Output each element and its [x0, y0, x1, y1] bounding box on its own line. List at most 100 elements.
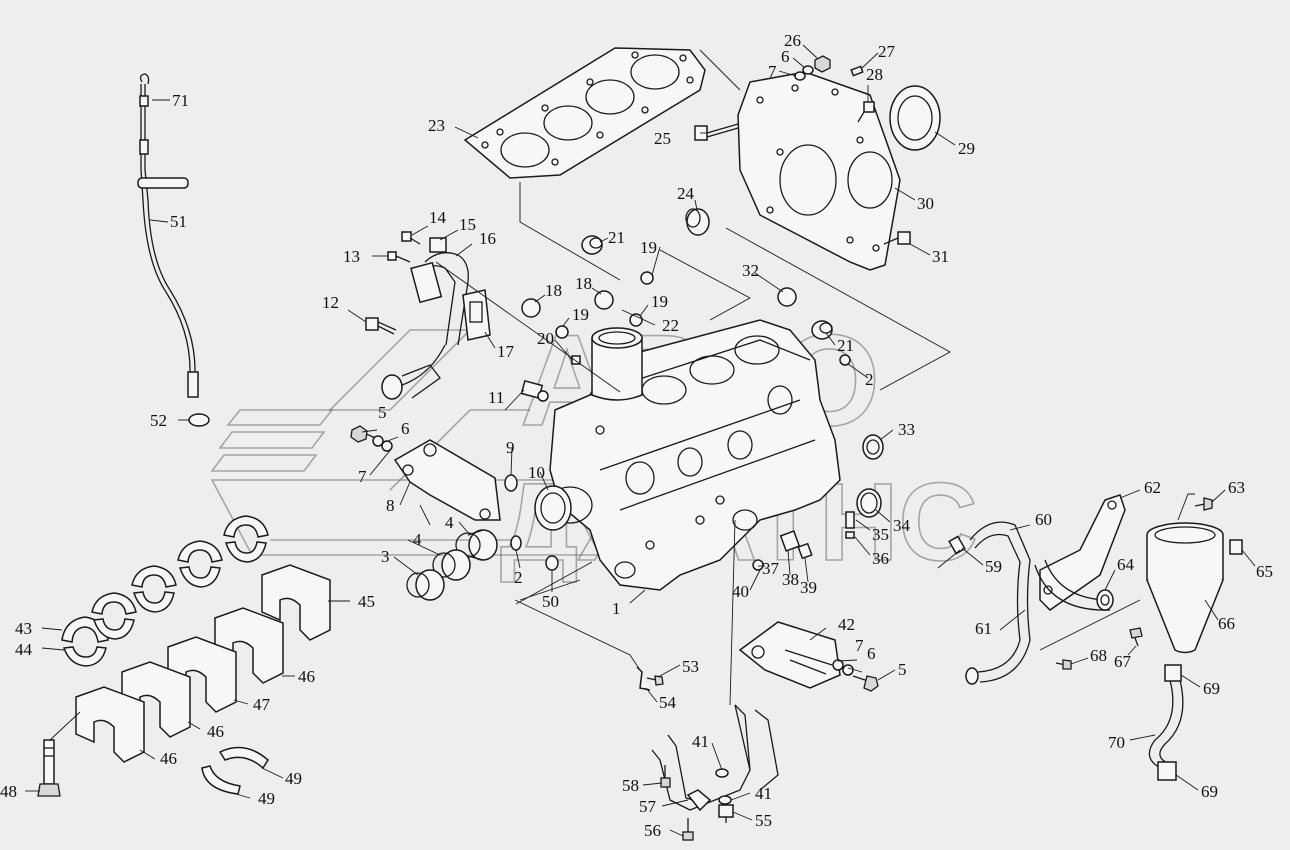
callout-32: 32 [742, 261, 759, 280]
callout-35: 35 [872, 525, 889, 544]
seal-34 [856, 488, 882, 518]
bearing-shells [61, 515, 269, 667]
callout-18-left: 18 [545, 281, 562, 300]
callout-62: 62 [1144, 478, 1161, 497]
plug-21-upper [581, 235, 603, 255]
callout-2-rear: 2 [865, 370, 874, 389]
callout-6-right: 6 [867, 644, 876, 663]
washer-6-left [372, 435, 384, 447]
callout-19-left: 19 [572, 305, 589, 324]
callout-67: 67 [1114, 652, 1132, 671]
callout-21-lower: 21 [837, 336, 854, 355]
callout-64: 64 [1117, 555, 1135, 574]
callout-20: 20 [537, 329, 554, 348]
callout-44: 44 [15, 640, 33, 659]
callout-46-a: 46 [298, 667, 315, 686]
callout-21-upper: 21 [608, 228, 625, 247]
water-pipe-16 [381, 252, 469, 400]
callout-34: 34 [893, 516, 911, 535]
o-ring-52 [188, 413, 210, 427]
callout-18-right: 18 [575, 274, 592, 293]
callout-45: 45 [358, 592, 375, 611]
washer-7-right [832, 659, 844, 671]
plug-18-left [521, 298, 541, 318]
callout-29: 29 [958, 139, 975, 158]
cap-65 [1229, 539, 1243, 555]
rear-plate [737, 71, 901, 271]
callout-5-left: 5 [378, 403, 387, 422]
callout-68: 68 [1090, 646, 1107, 665]
washer-7-top [794, 71, 806, 81]
sensor-38 [779, 530, 801, 552]
callout-labels: 1 2 2 3 4 4 5 5 6 6 6 7 7 7 8 9 10 11 12… [0, 31, 1273, 840]
callout-57: 57 [639, 797, 657, 816]
callout-6-top: 6 [781, 47, 790, 66]
callout-15: 15 [459, 215, 476, 234]
callout-12: 12 [322, 293, 339, 312]
bushing-3 [406, 569, 445, 601]
bolt-63 [1194, 497, 1213, 511]
callout-2-front: 2 [514, 568, 523, 587]
callout-5-right: 5 [898, 660, 907, 679]
callout-48: 48 [0, 782, 17, 801]
callout-4-upper: 4 [445, 513, 454, 532]
breather-hose-60 [965, 521, 1031, 685]
bolt-67 [1129, 627, 1143, 647]
plug-19c [555, 325, 569, 339]
callout-36: 36 [872, 549, 889, 568]
plug-2-rear [839, 354, 851, 366]
clamp-69-top [1164, 664, 1182, 682]
callout-31: 31 [932, 247, 949, 266]
callout-11: 11 [488, 388, 504, 407]
callout-25: 25 [654, 129, 671, 148]
stud-35 [845, 511, 855, 529]
plug-9 [504, 474, 518, 492]
callout-7-right: 7 [855, 636, 864, 655]
callout-37: 37 [762, 559, 780, 578]
plug-36 [845, 531, 855, 539]
thrust-washers-49 [201, 746, 269, 795]
cap-bolt-48 [37, 739, 61, 797]
callout-9: 9 [506, 438, 515, 457]
fitting-39 [797, 542, 813, 560]
plug-32 [777, 287, 797, 307]
callout-13: 13 [343, 247, 360, 266]
callout-3: 3 [381, 547, 390, 566]
callout-19-upper: 19 [640, 238, 657, 257]
plug-19b [629, 313, 643, 327]
callout-60: 60 [1035, 510, 1052, 529]
callout-10: 10 [528, 463, 545, 482]
washer-41-bottom [718, 795, 732, 805]
callout-24: 24 [677, 184, 695, 203]
callout-47: 47 [253, 695, 271, 714]
callout-8: 8 [386, 496, 395, 515]
bolt-28 [857, 101, 875, 123]
callout-6-left: 6 [401, 419, 410, 438]
callout-56: 56 [644, 821, 661, 840]
callout-4-lower: 4 [413, 530, 422, 549]
callout-22: 22 [662, 316, 679, 335]
bushing-4b [432, 549, 471, 581]
leader-lines [25, 44, 1256, 837]
callout-51: 51 [170, 212, 187, 231]
washer-6-top [802, 65, 814, 75]
callout-58: 58 [622, 776, 639, 795]
oil-seal-29 [889, 85, 941, 151]
callout-69-top: 69 [1203, 679, 1220, 698]
dipstick [137, 73, 199, 398]
plug-2-front [510, 535, 522, 551]
callout-23: 23 [428, 116, 445, 135]
callout-7-top: 7 [768, 62, 777, 81]
bolt-58 [660, 765, 671, 788]
nut-26 [814, 55, 831, 73]
callout-50: 50 [542, 592, 559, 611]
plug-18-right [594, 290, 614, 310]
callout-14: 14 [429, 208, 447, 227]
seal-33 [862, 434, 884, 460]
callout-43: 43 [15, 619, 32, 638]
callout-39: 39 [800, 578, 817, 597]
fitting-59 [948, 535, 966, 555]
callout-7-left: 7 [358, 467, 367, 486]
callout-46-c: 46 [160, 749, 177, 768]
callout-55: 55 [755, 811, 772, 830]
